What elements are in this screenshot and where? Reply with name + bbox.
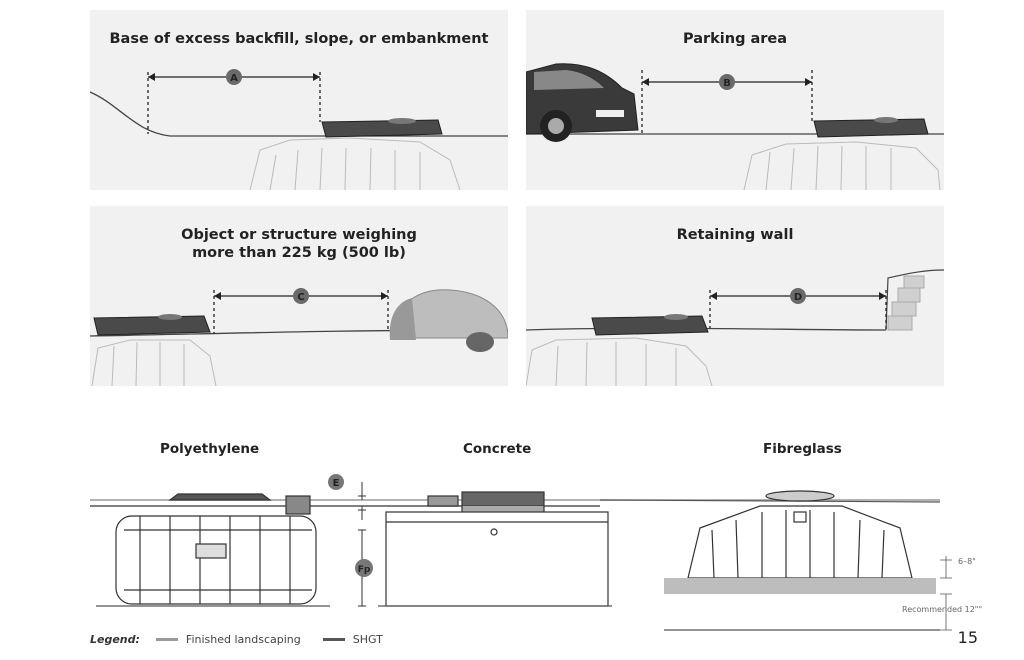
wall-icon (887, 275, 925, 331)
panel-title: Retaining wall (676, 227, 794, 243)
panel-title-line2: more than 225 kg (500 lb) (192, 245, 406, 261)
swatch-finished-landscaping (155, 638, 178, 641)
marker-d: D (794, 292, 802, 303)
page-number: 15 (957, 628, 978, 647)
marker-e: E (333, 478, 340, 489)
dome-icon (389, 289, 508, 352)
marker-a: A (230, 73, 238, 84)
panel-retaining-wall: Retaining wall D (526, 206, 944, 386)
backfill-illustration: A (90, 69, 508, 190)
polyethylene-tank (115, 493, 317, 605)
legend-text: Finished landscaping (185, 633, 301, 646)
legend-item-shgt: SHGT (322, 633, 383, 646)
fibreglass-tank (687, 490, 913, 579)
panel-title-line1: Object or structure weighing (181, 227, 417, 243)
depth-note: 6–8" (958, 557, 976, 566)
material-fibreglass: Fibreglass (763, 441, 842, 457)
concrete-tank (385, 491, 609, 607)
material-concrete: Concrete (463, 441, 532, 457)
depth-markers: E Fp (328, 474, 373, 607)
heavy-object-illustration: C (90, 288, 508, 386)
legend-text: SHGT (352, 633, 383, 646)
legend: Legend: Finished landscaping SHGT (90, 633, 405, 646)
marker-fp: Fp (358, 565, 371, 575)
panel-parking-area: Parking area B (526, 10, 944, 190)
marker-c: C (297, 292, 304, 303)
swatch-shgt (322, 638, 345, 641)
parking-illustration: B (526, 63, 944, 190)
panel-heavy-object: Object or structure weighing more than 2… (90, 206, 508, 386)
legend-label: Legend: (90, 633, 140, 646)
panel-backfill-slope: Base of excess backfill, slope, or emban… (90, 10, 508, 190)
retaining-wall-illustration: D (526, 269, 944, 386)
tank-comparison-diagram: E Fp (90, 474, 952, 631)
marker-b: B (723, 78, 731, 89)
material-polyethylene: Polyethylene (160, 441, 260, 457)
legend-item-finished-landscaping: Finished landscaping (155, 633, 301, 646)
recommended-note: Recommended 12"" (902, 605, 983, 614)
panel-title: Base of excess backfill, slope, or emban… (109, 31, 489, 47)
panel-title: Parking area (682, 31, 788, 47)
car-icon (526, 63, 639, 142)
